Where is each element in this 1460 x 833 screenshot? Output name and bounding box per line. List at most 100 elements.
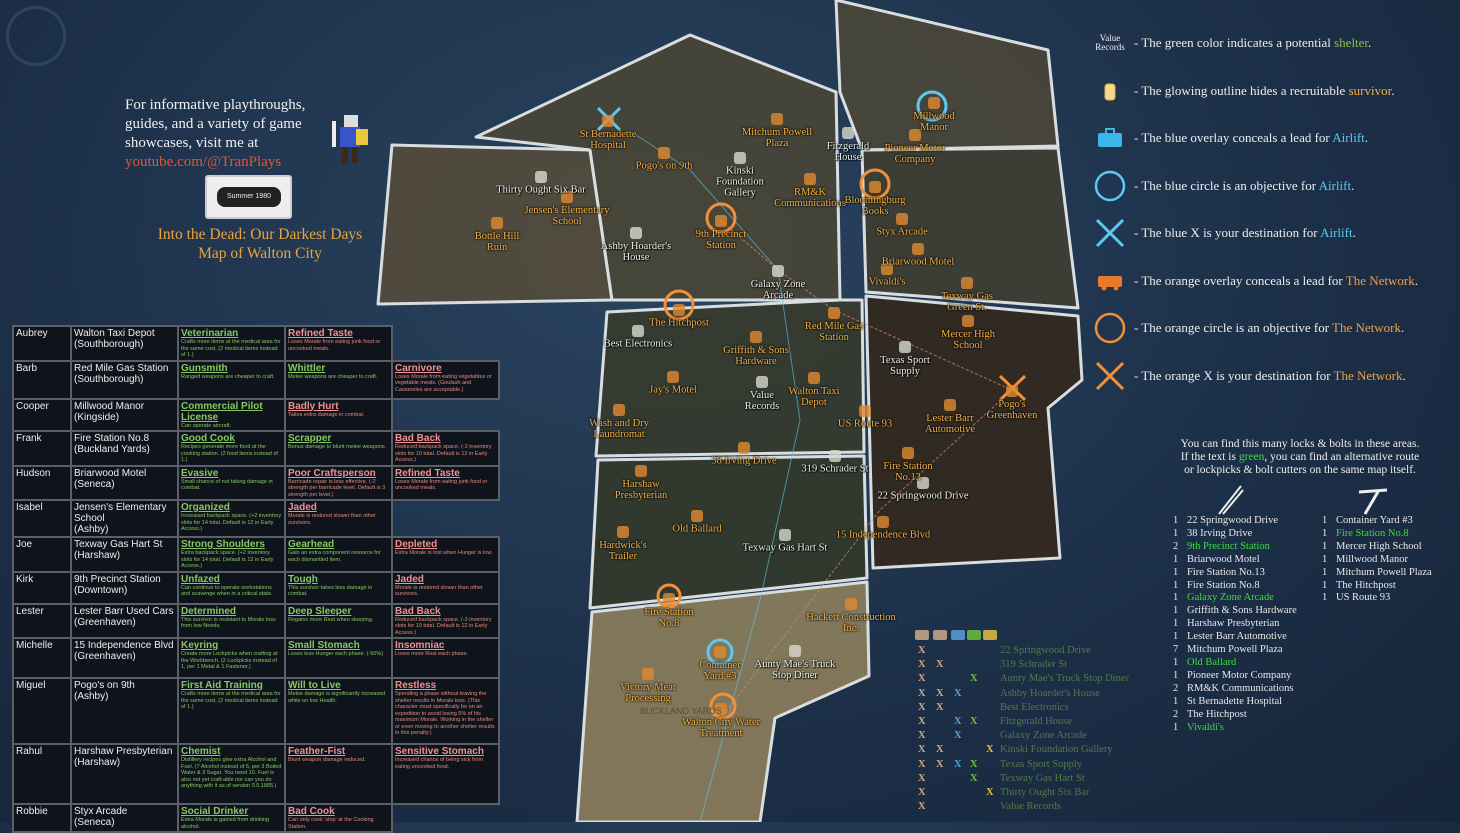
location-marker-icon[interactable] <box>642 668 654 680</box>
location-marker-icon[interactable] <box>944 399 956 411</box>
location-marker-icon[interactable] <box>715 703 727 715</box>
location-marker-icon[interactable] <box>561 191 573 203</box>
location-marker-icon[interactable] <box>734 151 746 164</box>
location-marker-icon[interactable] <box>673 303 685 316</box>
map-location-label[interactable]: Fire Station No.13 <box>883 461 933 483</box>
trait-name: Refined Taste <box>395 467 460 479</box>
map-location-label[interactable]: Hardwick's Trailer <box>599 540 647 562</box>
location-marker-icon[interactable] <box>909 129 921 141</box>
location-marker-icon[interactable] <box>602 115 614 127</box>
survivor-name: Frank <box>12 430 72 467</box>
location-marker-icon[interactable] <box>635 465 647 477</box>
map-location-label[interactable]: Jensen's Elementary School <box>524 205 610 227</box>
location-marker-icon[interactable] <box>535 170 547 183</box>
location-marker-icon[interactable] <box>632 324 644 337</box>
location-marker-icon[interactable] <box>917 476 929 489</box>
location-marker-icon[interactable] <box>877 515 889 528</box>
location-marker-icon[interactable] <box>714 646 726 658</box>
map-location-label[interactable]: Fire Station No.8 <box>644 607 694 629</box>
location-marker-icon[interactable] <box>912 242 924 255</box>
location-marker-icon[interactable] <box>804 173 816 185</box>
map-location-label[interactable]: Mitchum Powell Plaza <box>741 127 813 149</box>
location-marker-icon[interactable] <box>899 341 911 353</box>
location-marker-icon[interactable] <box>789 645 801 657</box>
location-marker-icon[interactable] <box>772 265 784 277</box>
location-marker-icon[interactable] <box>658 146 670 159</box>
location-marker-icon[interactable] <box>1006 385 1018 397</box>
map-location-label[interactable]: 9th Precinct Station <box>695 229 747 251</box>
location-marker-icon[interactable] <box>962 315 974 327</box>
map-location-label[interactable]: Harshaw Presbyterian <box>614 479 668 501</box>
location-marker-icon[interactable] <box>630 227 642 239</box>
location-marker-icon[interactable] <box>771 113 783 125</box>
location-marker-icon[interactable] <box>750 331 762 343</box>
map-location-label[interactable]: Aunty Mae's Truck Stop Diner <box>754 659 836 681</box>
map-location-label[interactable]: Kinski Foundation Gallery <box>716 165 764 199</box>
map-location-label[interactable]: Mercer High School <box>941 329 995 351</box>
location-marker-icon[interactable] <box>896 212 908 225</box>
map-location-label[interactable]: Galaxy Zone Arcade <box>750 279 806 301</box>
map-location-label[interactable]: St Bernadette Hospital <box>579 129 637 151</box>
location-marker-icon[interactable] <box>845 598 857 610</box>
location-marker-icon[interactable] <box>829 449 841 462</box>
map-location-label[interactable]: Texas Sport Supply <box>880 355 930 377</box>
map-location-label[interactable]: Old Ballard <box>672 523 722 535</box>
location-marker-icon[interactable] <box>715 215 727 227</box>
map-location-label[interactable]: 38 Irving Drive <box>711 455 777 467</box>
map-location-label[interactable]: US Route 93 <box>837 418 893 430</box>
location-marker-icon[interactable] <box>663 593 675 605</box>
map-location-label[interactable]: Walton City Water Treatment <box>681 717 761 739</box>
map-location-label[interactable]: Griffith & Sons Hardware <box>723 345 789 367</box>
map-location-label[interactable]: Hackett Construction Inc. <box>806 612 896 634</box>
map-location-label[interactable]: Texway Gas Hart St <box>742 542 828 554</box>
location-marker-icon[interactable] <box>808 372 820 384</box>
map-location-label[interactable]: Bottle Hill Ruin <box>474 231 520 253</box>
location-marker-icon[interactable] <box>738 441 750 454</box>
map-location-label[interactable]: RM&K Communications <box>774 187 846 209</box>
location-marker-icon[interactable] <box>613 404 625 416</box>
map-location-label[interactable]: Value Records <box>744 390 780 412</box>
map-location-label[interactable]: Walton Taxi Depot <box>788 386 840 408</box>
youtube-link[interactable]: youtube.com/@TranPlays <box>125 154 282 170</box>
location-marker-icon[interactable] <box>902 447 914 459</box>
map-location-label[interactable]: Texway Gas Green St. <box>940 291 994 313</box>
map-location-label[interactable]: The Hitchpost <box>649 317 709 329</box>
map-location-label[interactable]: Victory Meat Processing <box>620 682 676 704</box>
map-location-label[interactable]: 22 Springwood Drive <box>877 490 969 502</box>
map-location-label[interactable]: Fitzgerald House <box>826 141 870 163</box>
location-marker-icon[interactable] <box>869 181 881 193</box>
map-location-label[interactable]: Pogo's Greenhaven <box>986 399 1038 421</box>
map-location-label[interactable]: Pogo's on 9th <box>635 160 693 172</box>
location-marker-icon[interactable] <box>928 97 940 109</box>
location-marker-icon[interactable] <box>756 376 768 388</box>
location-marker-icon[interactable] <box>691 509 703 522</box>
map-location-label[interactable]: Styx Arcade <box>876 226 928 238</box>
map-location-label[interactable]: Millwood Manor <box>913 111 955 133</box>
location-marker-icon[interactable] <box>881 262 893 275</box>
map-location-label[interactable]: Briarwood Motel <box>881 256 955 268</box>
map-location-label[interactable]: Thirty Ought Six Bar <box>496 184 586 196</box>
map-location-label[interactable]: Lester Barr Automotive <box>924 413 976 435</box>
map-location-label[interactable]: 15 Independence Blvd <box>835 529 931 541</box>
map-location-label[interactable]: Vivaldi's <box>868 276 906 288</box>
location-marker-icon[interactable] <box>842 127 854 139</box>
map-location-label[interactable]: Wash and Dry Laundromat <box>589 418 649 440</box>
location-marker-icon[interactable] <box>667 370 679 383</box>
map-location-label[interactable]: Container Yard #3 <box>699 660 741 682</box>
map-location-label[interactable]: Best Electronics <box>603 338 673 350</box>
empty-cell <box>392 804 499 832</box>
map-location-label[interactable]: Jay's Motel <box>649 384 697 396</box>
location-marker-icon[interactable] <box>828 307 840 319</box>
location-marker-icon[interactable] <box>961 277 973 289</box>
map-location-label[interactable]: Red Mile Gas Station <box>804 321 864 343</box>
map-location-label[interactable]: Ashby Hoarder's House <box>600 241 672 263</box>
map-location-label[interactable]: Pioneer Motor Company <box>884 143 946 165</box>
location-marker-icon[interactable] <box>491 217 503 229</box>
location-marker-icon[interactable] <box>779 528 791 541</box>
location-marker-icon[interactable] <box>859 404 871 417</box>
location-marker-icon[interactable] <box>617 526 629 538</box>
map-location-label[interactable]: Bloomingburg Books <box>844 195 906 217</box>
map-location-label[interactable]: 319 Schrader St <box>801 463 869 475</box>
legend-item: - The blue X is your destination for Air… <box>1090 218 1460 248</box>
